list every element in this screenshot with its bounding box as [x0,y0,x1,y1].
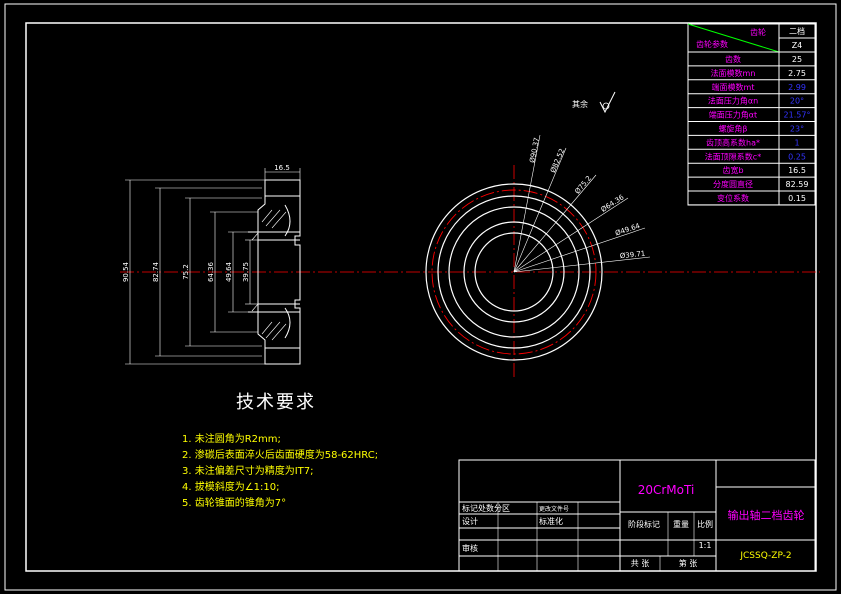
table-header-params: 齿轮参数 [696,39,728,49]
tech-item: 1. 未注圆角为R2mm; [182,432,281,445]
title-standardize: 标准化 [539,516,563,526]
table-row-value: 82.59 [786,180,809,189]
front-dim: Ø64.36 [600,193,626,214]
front-dim: Ø75.2 [573,174,593,195]
title-stage-mark: 阶段标记 [628,519,660,529]
title-sheet-no: 第 张 [679,558,698,568]
front-dim: Ø49.64 [614,222,641,238]
table-row-value: 2.75 [788,69,806,78]
table-row-value: 16.5 [788,166,806,175]
section-dim: 90.54 [122,261,130,282]
table-header-gear-name: 二档 [789,26,805,36]
title-drawing-no: JCSSQ-ZP-2 [739,551,791,561]
section-dims: 90.54 82.74 75.2 64.36 49.64 39.75 [122,261,250,282]
tech-item: 2. 渗碳后表面淬火后齿面硬度为58-62HRC; [182,448,378,461]
front-dim: Ø90.37 [528,137,541,164]
section-dim: 82.74 [152,261,160,282]
table-row-label: 法面模数mn [711,68,756,78]
title-weight: 重量 [673,519,689,529]
tech-heading: 技术要求 [236,392,316,413]
surface-mark-label: 其余 [572,99,588,109]
table-row-value: 21.57° [784,111,811,120]
technical-requirements: 技术要求 1. 未注圆角为R2mm; 2. 渗碳后表面淬火后齿面硬度为58-62H… [182,392,378,509]
table-row-label: 法面压力角αn [708,96,758,106]
table-row-label: 齿数 [725,54,741,64]
section-dim: 39.75 [242,262,250,282]
table-row-label: 变位系数 [717,193,749,203]
gear-parameter-table: 齿轮 齿轮参数 二档 Z4 齿数 25 法面模数mn 2.75 端面模数mt 2.99 法面… [687,23,816,206]
title-change-doc: 更改文件号 [539,505,569,513]
table-row-value: 0.15 [788,194,806,203]
front-dim: Ø39.71 [619,250,645,261]
surface-roughness-mark: 其余 [572,91,616,114]
title-design: 设计 [462,516,478,526]
title-part-name: 输出轴二档齿轮 [728,508,805,522]
section-dim: 64.36 [207,261,215,282]
table-row-label: 螺旋角β [718,124,747,134]
table-row-value: 20° [790,97,804,106]
table-row-value: 1 [794,138,799,147]
tech-item: 5. 齿轮锥面的锥角为7° [182,496,286,509]
title-block: 20CrMoTi 输出轴二档齿轮 JCSSQ-ZP-2 标记处数分区 更改文件号… [458,459,816,572]
section-dim: 49.64 [225,261,233,282]
title-sheets-total: 共 张 [631,559,650,568]
title-scale-label: 比例 [697,519,713,529]
table-row-value: 25 [792,55,802,64]
table-row-label: 齿宽b [722,165,743,175]
table-header-gear-code: Z4 [792,41,803,50]
table-row-label: 法面顶隙系数c* [705,151,761,161]
tech-item: 3. 未注偏差尺寸为精度为IT7; [182,464,314,477]
outer-border [4,3,837,591]
table-row-value: 2.99 [788,83,806,92]
title-change-label: 标记处数分区 [462,503,510,513]
table-row-label: 端面压力角αt [709,110,757,120]
section-view: 16.5 90.54 82.74 75.2 64.36 49.64 39.75 [120,164,820,365]
table-row-value: 23° [790,125,804,134]
table-row-value: 0.25 [788,152,806,161]
table-row-label: 分度圆直径 [713,179,753,189]
inner-border [25,22,817,572]
table-row-label: 端面模数mt [712,82,755,92]
title-review: 审核 [462,543,478,553]
table-rows: 齿数 25 法面模数mn 2.75 端面模数mt 2.99 法面压力角αn 20° 端面压力角α… [688,54,815,206]
front-dim: Ø82.52 [549,147,566,174]
title-material: 20CrMoTi [638,483,695,497]
section-width-dim: 16.5 [274,164,290,172]
section-dim: 75.2 [182,264,190,280]
table-header-gear: 齿轮 [750,27,766,37]
tech-item: 4. 拔模斜度为∠1:10; [182,480,280,493]
table-row-label: 齿顶高系数ha* [706,137,760,147]
title-scale-value: 1:1 [699,541,712,550]
